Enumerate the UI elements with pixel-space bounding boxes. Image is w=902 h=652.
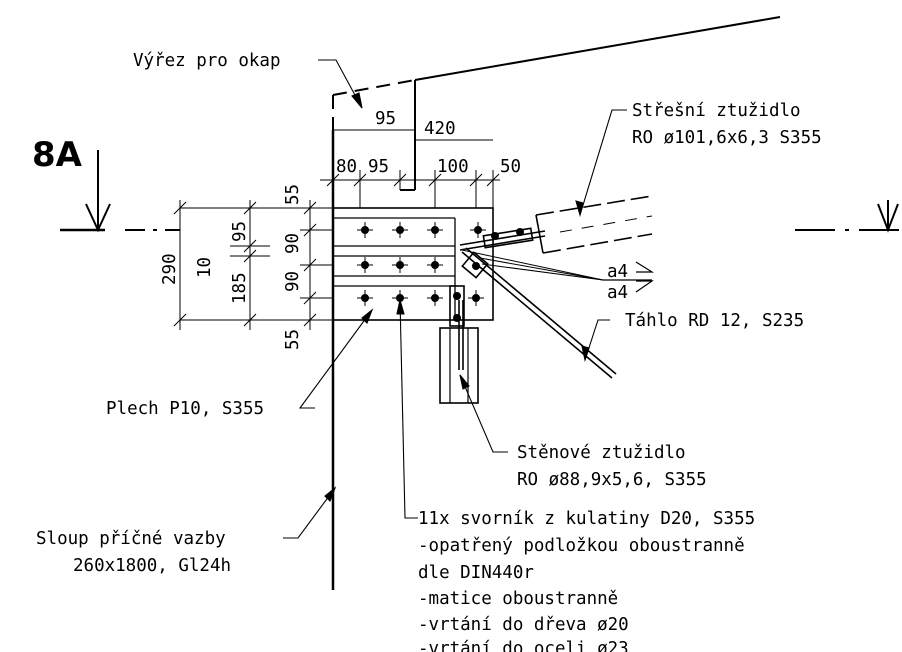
bolt-note-line: -opatřený podložkou oboustranně	[418, 536, 745, 556]
dim-55-top: 55	[283, 184, 303, 205]
dim-55-bot: 55	[283, 329, 303, 350]
dim-100: 100	[437, 157, 469, 177]
leader-lines	[283, 59, 627, 539]
bolt-note-line: 11x svorník z kulatiny D20, S355	[418, 509, 755, 529]
dim-290: 290	[160, 253, 180, 285]
bolt-note-line: -vrtání do dřeva ø20	[418, 615, 629, 635]
left-dimensions	[173, 200, 333, 330]
weld-label-2: a4	[607, 283, 628, 303]
section-mark-label: 8A	[32, 135, 83, 175]
bolt-row-1	[357, 222, 486, 238]
dim-95-left: 95	[230, 221, 250, 242]
dim-90-b: 90	[283, 271, 303, 292]
dim-80: 80	[336, 157, 357, 177]
roof-brace-tube	[459, 195, 653, 254]
dim-90-a: 90	[283, 233, 303, 254]
label-vyrez-pro-okap: Výřez pro okap	[133, 51, 281, 71]
bolt-note-line: -vrtání do oceli ø23	[418, 639, 629, 652]
eave-cutout	[332, 79, 416, 191]
label-tahlo: Táhlo RD 12, S235	[625, 311, 804, 331]
label-stresni-ztuzidlo-spec: RO ø101,6x6,3 S355	[632, 128, 822, 148]
label-stenove-ztuzidlo-spec: RO ø88,9x5,6, S355	[517, 470, 707, 490]
dim-420: 420	[424, 119, 456, 139]
wall-brace-tube	[439, 285, 479, 404]
bolt-row-3	[357, 290, 484, 306]
label-stresni-ztuzidlo: Střešní ztužidlo	[632, 101, 801, 121]
top-dimensions	[320, 129, 500, 208]
dim-185: 185	[230, 272, 250, 304]
bolt-row-2	[357, 257, 443, 273]
label-stenove-ztuzidlo: Stěnové ztužidlo	[517, 443, 686, 463]
dim-10: 10	[195, 257, 215, 278]
label-sloup: Sloup příčné vazby	[36, 529, 226, 549]
bolt-note-line: -matice oboustranně	[418, 589, 618, 609]
label-plech: Plech P10, S355	[106, 399, 264, 419]
dim-95-top: 95	[375, 109, 396, 129]
bolt-note-line: dle DIN440r	[418, 563, 534, 583]
dim-50: 50	[500, 157, 521, 177]
weld-callout: a4 a4	[461, 249, 655, 303]
weld-label-1: a4	[607, 262, 628, 282]
steel-plate	[332, 207, 494, 321]
section-mark: 8A	[32, 135, 902, 233]
dim-95-mid: 95	[368, 157, 389, 177]
tie-rod	[461, 247, 617, 379]
bolt-note: 11x svorník z kulatiny D20, S355 -opatře…	[418, 509, 755, 652]
roof-line	[414, 16, 781, 81]
bolt-pattern	[357, 222, 486, 306]
label-sloup-spec: 260x1800, Gl24h	[73, 556, 231, 576]
